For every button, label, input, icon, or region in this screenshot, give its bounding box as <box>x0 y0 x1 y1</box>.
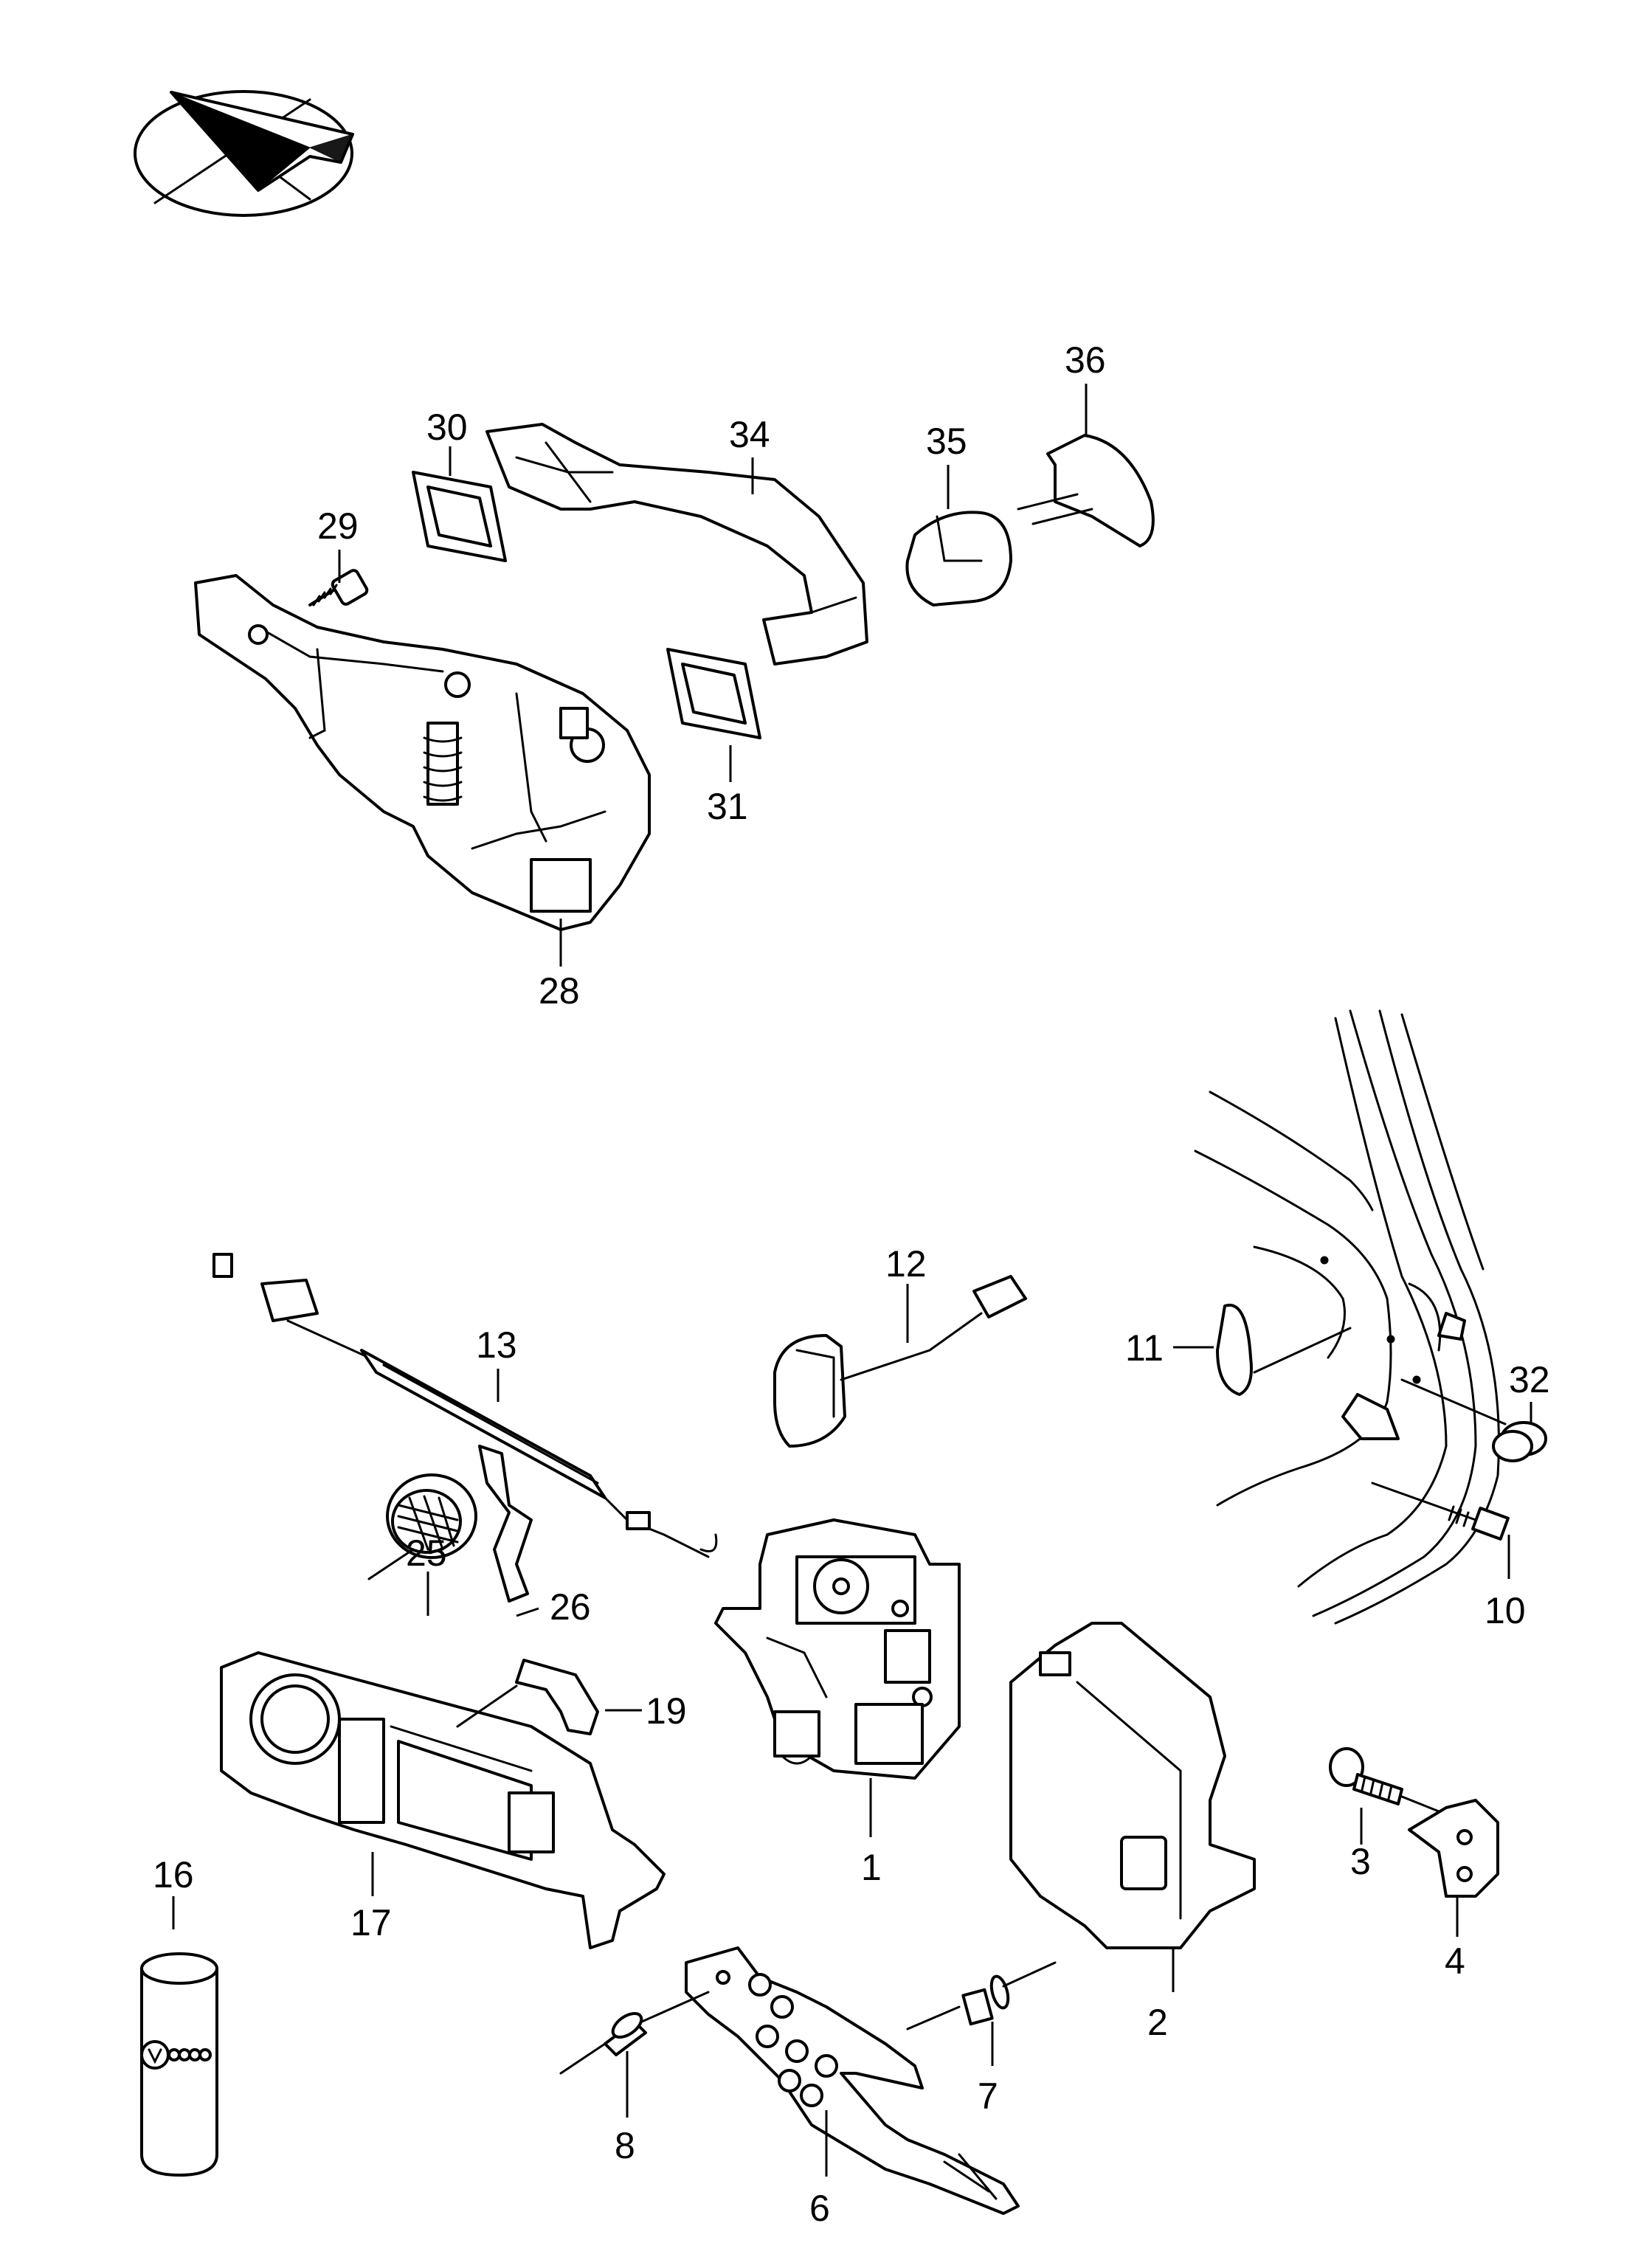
bolt-10 <box>1371 1482 1510 1541</box>
cover-36 <box>1017 434 1155 547</box>
label-26: 26 <box>550 1586 591 1628</box>
lever-11 <box>1216 1303 1352 1396</box>
label-32: 32 <box>1509 1359 1550 1400</box>
label-29: 29 <box>317 505 359 547</box>
grease-can-16 <box>140 1952 218 2177</box>
bracket-6 <box>685 1946 1020 2215</box>
label-31: 31 <box>707 786 748 827</box>
cap-35 <box>905 511 1012 606</box>
label-35: 35 <box>926 421 967 462</box>
bolt-3 <box>1329 1747 1440 1813</box>
label-3: 3 <box>1350 1841 1371 1882</box>
label-16: 16 <box>153 1854 194 1895</box>
clip-19 <box>456 1659 599 1735</box>
rivet-8 <box>559 1991 710 2075</box>
label-6: 6 <box>809 2188 830 2229</box>
label-2: 2 <box>1147 2002 1168 2043</box>
vw-audi-logo-icon <box>140 2040 170 2070</box>
door-handle-34 <box>485 423 868 666</box>
part-labels: 1 2 3 4 6 7 8 10 11 12 13 16 17 19 25 26… <box>153 339 1550 2229</box>
spring-26 <box>478 1445 533 1603</box>
plug-32 <box>1400 1378 1547 1462</box>
label-30: 30 <box>426 407 468 448</box>
label-11: 11 <box>1125 1327 1164 1369</box>
interior-handle-17 <box>220 1651 666 1949</box>
lock-cover-2 <box>1009 1622 1256 1949</box>
label-12: 12 <box>885 1243 927 1285</box>
cable-13 <box>212 1253 718 1558</box>
label-17: 17 <box>350 1902 392 1943</box>
label-10: 10 <box>1485 1590 1526 1631</box>
label-34: 34 <box>729 414 770 455</box>
label-1: 1 <box>861 1847 882 1888</box>
label-28: 28 <box>539 970 580 1012</box>
leader-lines <box>172 384 1532 2177</box>
label-25: 25 <box>406 1532 447 1574</box>
rivet-7 <box>906 1961 1057 2030</box>
label-8: 8 <box>615 2125 635 2166</box>
orientation-arrow-icon <box>134 90 354 217</box>
striker-4 <box>1408 1799 1499 1898</box>
gasket-31 <box>666 648 761 739</box>
switch-12 <box>773 1275 1027 1448</box>
door-lock-1 <box>714 1518 961 1780</box>
handle-carrier-28 <box>194 574 651 931</box>
label-36: 36 <box>1065 339 1106 381</box>
label-19: 19 <box>646 1690 687 1732</box>
label-4: 4 <box>1445 1940 1465 1982</box>
gasket-30 <box>412 471 507 562</box>
screw-29 <box>308 569 369 606</box>
door-frame <box>1194 1009 1500 1625</box>
label-13: 13 <box>476 1324 517 1366</box>
label-7: 7 <box>978 2075 998 2117</box>
grille-25 <box>367 1473 477 1580</box>
